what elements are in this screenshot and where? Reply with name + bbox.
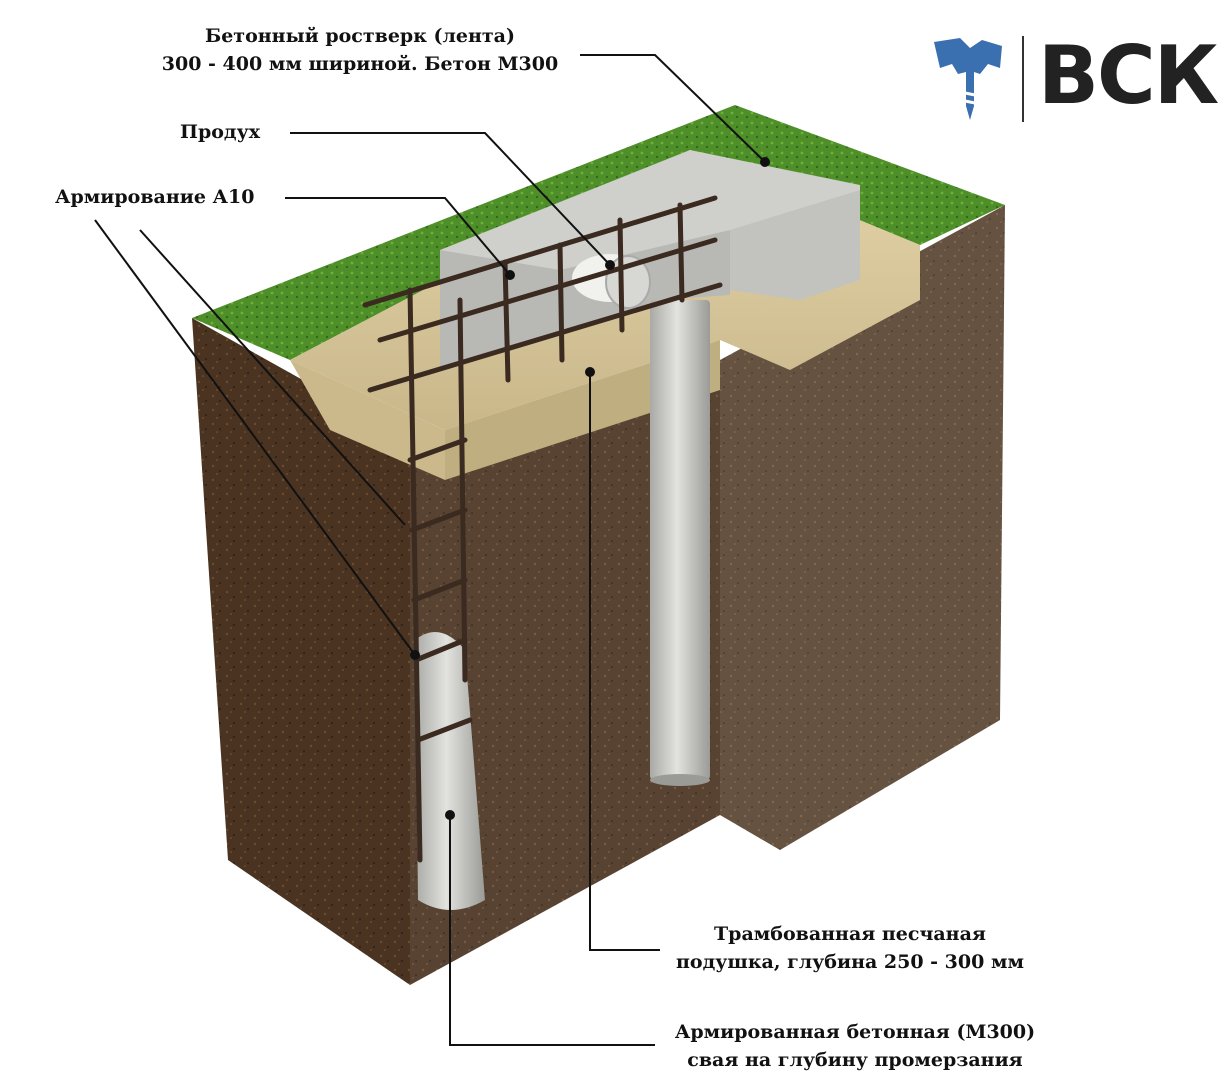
leader-rebar (285, 197, 511, 276)
pile-left (415, 632, 485, 910)
label-rebar: Армирование А10 (55, 186, 255, 208)
label-pile: Армированная бетонная (М300) свая на глу… (655, 1018, 1055, 1074)
leader-rebar-2 (94, 219, 416, 656)
rebar-cage (362, 195, 723, 863)
label-grillage-line2: 300 - 400 мм шириной. Бетон М300 (161, 53, 559, 75)
leader-sand (589, 372, 660, 951)
label-sand-line1: Трамбованная песчаная (714, 923, 986, 945)
label-sand-line2: подушка, глубина 250 - 300 мм (676, 951, 1024, 973)
label-pile-line2: свая на глубину промерзания (687, 1049, 1023, 1071)
pile-drill-icon (934, 38, 1002, 120)
label-grillage: Бетонный ростверк (лента) 300 - 400 мм ш… (140, 22, 580, 78)
leader-pile (449, 815, 655, 1046)
leader-lines (94, 54, 770, 1046)
label-vent: Продух (180, 121, 261, 143)
pile-right (650, 300, 710, 780)
label-grillage-line1: Бетонный ростверк (лента) (204, 25, 515, 47)
leader-rebar-3 (139, 229, 406, 526)
label-sand: Трамбованная песчаная подушка, глубина 2… (660, 920, 1040, 976)
sand-cushion-front (290, 360, 445, 480)
soil-front-face (410, 360, 720, 985)
pile-right-bottom (650, 774, 710, 786)
leader-vent (290, 132, 611, 266)
grillage-right-wing (730, 190, 860, 300)
label-pile-line1: Армированная бетонная (М300) (674, 1021, 1036, 1043)
soil-left-face (192, 318, 410, 985)
grillage-front (440, 230, 730, 370)
logo-divider (1022, 36, 1024, 122)
leader-grillage (580, 54, 766, 163)
logo-text: ВСК (1038, 29, 1219, 122)
grillage-top (440, 150, 860, 300)
